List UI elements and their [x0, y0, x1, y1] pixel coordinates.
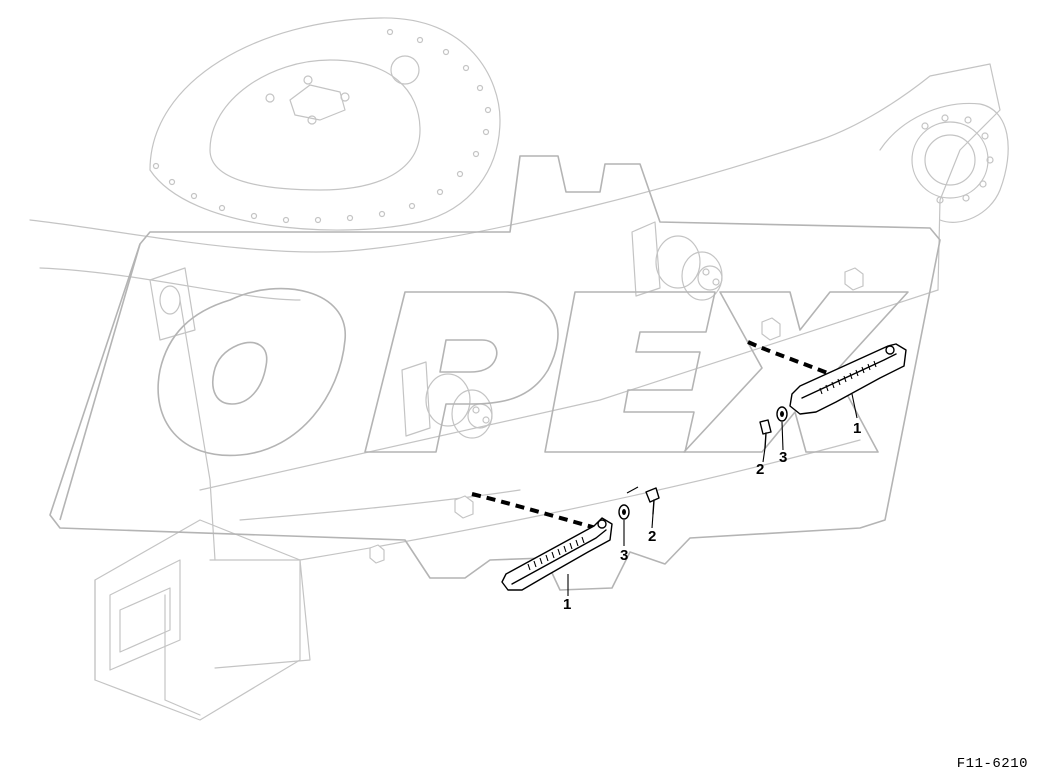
carrier-roller-lower: [401, 361, 493, 439]
track-guide-upper[interactable]: [789, 343, 907, 415]
callout-washer-lower: 3: [620, 547, 628, 564]
upper-alignment-line: [747, 340, 836, 378]
washer-upper-hole: [780, 411, 784, 417]
track-guide-lower-assembly: [471, 486, 660, 596]
washer-lower-hole: [622, 509, 626, 515]
track-guide-upper-teeth: [819, 360, 877, 395]
figure-code: F11-6210: [956, 756, 1028, 772]
carrier-roller-upper: [631, 221, 723, 301]
track-guide-lower[interactable]: [501, 517, 613, 591]
bolt-upper[interactable]: [759, 419, 772, 449]
bolt-lower[interactable]: [645, 487, 660, 515]
opex-watermark: [49, 155, 941, 591]
track-frame-background: [29, 17, 1009, 721]
callout-track-guide-upper: 1: [853, 420, 861, 437]
track-guide-lower-teeth: [527, 536, 585, 571]
upper-guide-hole: [885, 345, 895, 355]
lower-guide-hole: [597, 519, 607, 529]
callout-track-guide-lower: 1: [563, 596, 571, 613]
callout-washer-upper: 3: [779, 449, 787, 466]
frame-mount-left: [149, 267, 196, 341]
callout-bolt-lower: 2: [648, 528, 656, 545]
callout-bolt-upper: 2: [756, 461, 764, 478]
lower-alignment-line: [471, 492, 597, 530]
track-guide-upper-assembly: [747, 340, 907, 463]
